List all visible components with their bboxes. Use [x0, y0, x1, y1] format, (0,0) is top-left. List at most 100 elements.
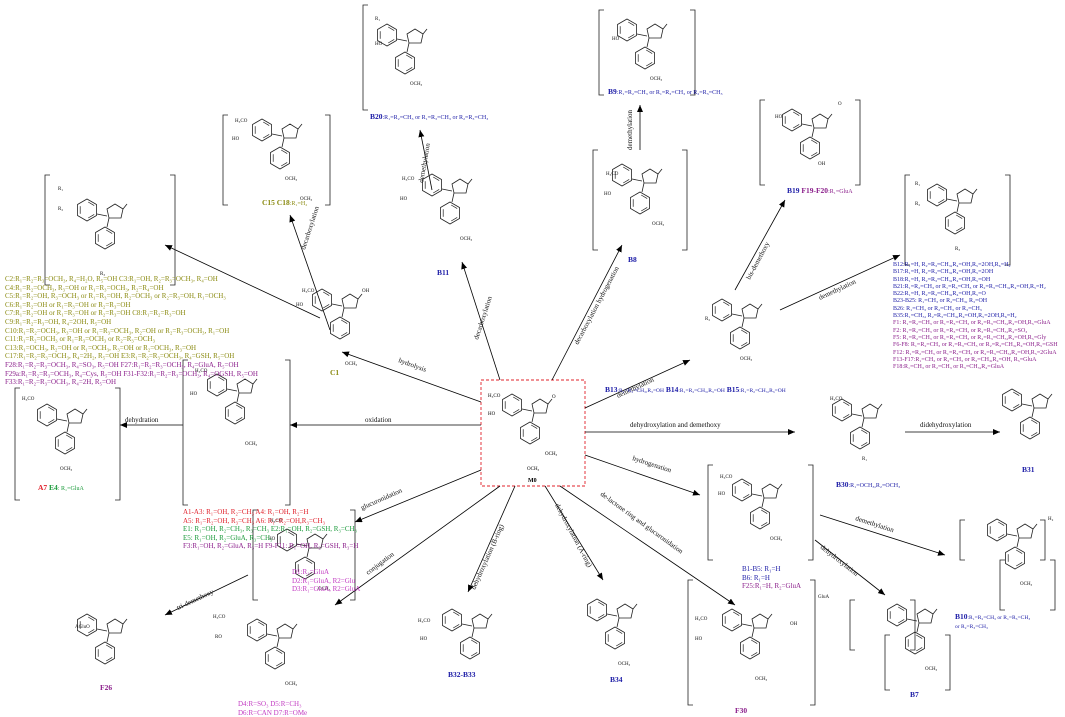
atom: OCH₃ — [410, 82, 423, 87]
atom: R₁ — [58, 187, 63, 192]
list-item: C10:R₁=R₂=OCH₃, R₃=OH or R₁=R₃=OCH₃, R₂=… — [5, 326, 230, 335]
atom: HO — [604, 192, 612, 197]
atom: H₃CO — [213, 615, 226, 620]
list-item: B17:R₁=H, R₂=R₃=CH₃,R₄=OH,R₅=2OH — [893, 269, 994, 276]
c-list: C2:R₁=R₂=R₃=OCH₃, R₄=H₂O, R₅=OH C3:R₁=OH… — [5, 275, 258, 387]
rx-dehydrox-a-ring: dehydroxylation (A-ring) — [553, 502, 594, 569]
arrow-to-b19 — [734, 199, 786, 291]
list-item: F18:R₁=CH₃ or R₂=CH₃ or R₃=CH₃,R₄=GluA — [893, 364, 1005, 371]
f26-structure — [78, 614, 128, 664]
list-item: B1-B5: R₁=H — [742, 565, 781, 573]
f30-structure — [723, 609, 773, 659]
b7-structure — [888, 604, 938, 654]
arrow-to-b13 — [584, 359, 691, 409]
list-item: A5: R₁=R₂=OH, R₃=CH₃ A6: R₁=R₂=OH,R₃=CH₃ — [183, 516, 326, 525]
atom: H₃CO — [720, 475, 733, 480]
rx-dehydroxylation: dehydroxylation — [819, 543, 860, 578]
list-item: F3:R₁=OH, R₂=GluA, R₃=H F9-F11: R₁=OH, R… — [183, 542, 359, 551]
c2-structure — [78, 199, 128, 249]
atom: OCH₃ — [245, 442, 258, 447]
atom: R₂ — [58, 207, 63, 212]
list-item: B18:R₁=H, R₂=R₃=CH₃,R₄=OH,R₅=OH — [893, 276, 991, 283]
list-item: D1:R₁=GluA — [292, 568, 330, 576]
rx-oxidation: oxidation — [365, 416, 392, 424]
atom: HO — [296, 303, 304, 308]
label-a7: A7 E4: R₁=GluA — [38, 483, 84, 492]
arrow-to-b7 — [814, 539, 886, 596]
arrow-to-b10 — [819, 514, 946, 556]
list-item: B23-B25: R₁=CH₃ or R₂=CH₃, R₃=OH — [893, 298, 988, 305]
center-box — [480, 379, 586, 487]
rx-demethylation-right: demethylation — [817, 277, 857, 301]
rx-demethylation-b9: demethylation — [626, 109, 634, 150]
arrow-to-b11 — [461, 261, 501, 381]
brackets — [14, 4, 1056, 706]
list-item: B6: R₁=H — [742, 573, 770, 582]
list-item: D4:R=SO₃ D5:R=CH₃ — [238, 700, 302, 708]
label-b8: B8 — [628, 255, 637, 264]
list-item: F1: R₁=R₂=CH₃ or R₁=R₃=CH₃ or R₂=R₃=CH₃,… — [893, 320, 1051, 327]
label-b11: B11 — [437, 268, 450, 277]
atom: OCH₃ — [300, 197, 313, 202]
label-b19: B19 F19-F20:R₁=GluA — [787, 186, 853, 195]
atom: H₂ — [1048, 517, 1054, 522]
atom: AGluO — [75, 625, 90, 630]
arrow-to-c1 — [341, 351, 482, 403]
arrow-to-b34 — [544, 485, 604, 581]
b20-structure — [378, 24, 428, 74]
atom: R₃ — [100, 272, 105, 277]
list-item: F33:R₁=R₂=R₃=OCH₃, R₄=2H, R₅=OH — [5, 378, 117, 387]
b32-structure — [443, 609, 493, 659]
atom: O — [838, 102, 842, 107]
label-f26: F26 — [100, 683, 113, 692]
b34-structure — [588, 599, 638, 649]
atom: OCH₃ — [285, 177, 298, 182]
rx-tri-demethoxy: tri-demethoxy — [175, 588, 215, 612]
b30-structure — [833, 399, 883, 449]
m0-o: O — [552, 395, 556, 400]
b13-structure — [713, 299, 763, 349]
atom: HO — [420, 637, 428, 642]
rx-dehydrox-demethoxy: dehydroxylation and demethoxy — [630, 421, 721, 429]
atom: OCH₃ — [318, 587, 331, 592]
atom: R₁ — [862, 457, 867, 462]
atom: R₁ — [915, 182, 920, 187]
atom: OCH₃ — [60, 467, 73, 472]
arrow-to-c15 — [289, 214, 331, 331]
atom: H₃CO — [270, 519, 283, 524]
b10-structure — [988, 519, 1038, 569]
label-b13: B13:R₁=R₂=CH₃,R₃=OH B14:R₁=R₂=CH₃,R₃=OH … — [605, 385, 786, 394]
atom: R₂ — [705, 317, 710, 322]
rx-hydrolysis: hydrolysis — [397, 356, 427, 374]
atom: H₃CO — [606, 172, 619, 177]
rx-bis-demethoxy: bis-demethoxy — [745, 240, 772, 281]
list-item: B26: R₁=CH₃ or R₂=CH₃ or R₃=CH₃ — [893, 305, 982, 312]
list-item: C17:R₁=R₂=R₃=OCH₃, R₄=2H₂, R₅=OH E3:R₁=R… — [5, 352, 235, 361]
list-item: F29a:R₁=R₂=R₃=OCH₃, R₄=Cys, R₅=OH F31-F3… — [5, 369, 258, 378]
atom: OCH₃ — [652, 222, 665, 227]
list-item: B22:R₁=H, R₂=R₃=CH₃,R₄=OH,R₅=O — [893, 291, 986, 298]
atom: OCH₃ — [925, 667, 938, 672]
rx-demethylation-b10: demethylation — [854, 514, 895, 534]
arrow-to-d4 — [334, 485, 501, 606]
label-b30: B30:R₁=OCH₃,R₂=OCH₃ — [836, 480, 901, 489]
label-b34: B34 — [610, 675, 623, 684]
atom: OCH₃ — [740, 357, 753, 362]
list-item: C4:R₁=R₂=OCH₃, R₃=OH or R₁=R₃=OCH₃, R₂=R… — [5, 283, 164, 292]
atom: HO — [268, 537, 276, 542]
atom: H₃CO — [418, 619, 431, 624]
atom: H₃CO — [302, 289, 315, 294]
rx-hydrogenation: hydrogenation — [631, 454, 672, 474]
list-item: F6-F8: R₁=R₂=CH₃ or R₁=R₃=CH₃ or R₂=R₃=C… — [893, 342, 1058, 349]
atom: OCH₃ — [770, 537, 783, 542]
list-item: F28:R₁=R₂=R₃=OCH₃, R₄=SO₃, R₅=OH F27:R₁=… — [5, 360, 239, 369]
list-item: C13:R₁=OCH₃, R₂=OH or R₁=OCH₃, R₃=OH or … — [5, 343, 197, 352]
m0-label: M0 — [528, 478, 537, 484]
atom: H₃CO — [830, 397, 843, 402]
